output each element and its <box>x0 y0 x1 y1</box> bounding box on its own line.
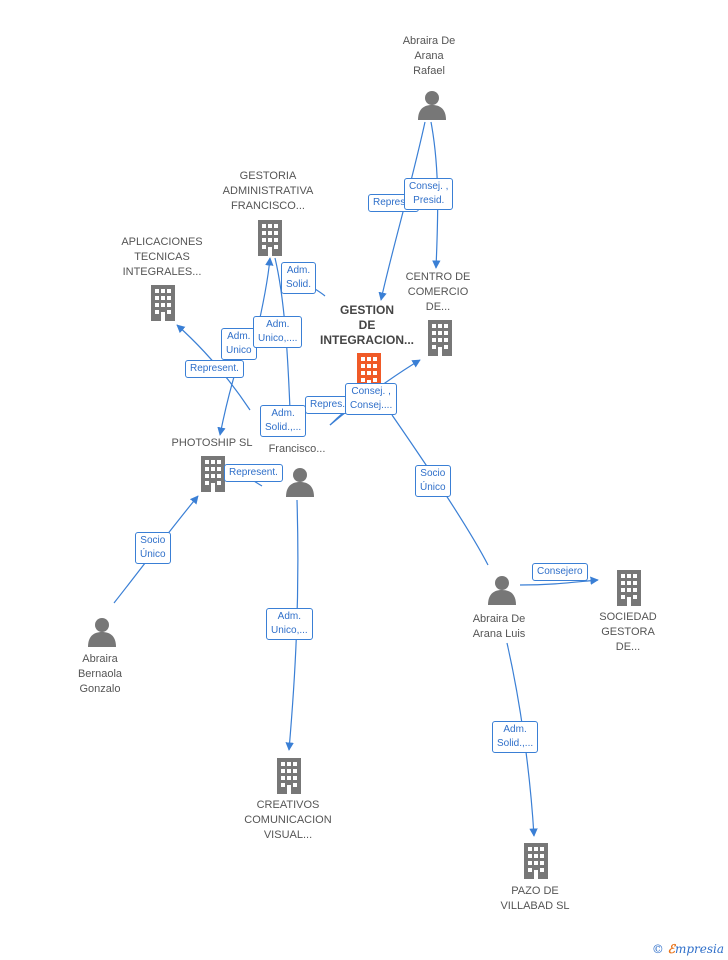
node-label-pazo[interactable]: PAZO DE VILLABAD SL <box>500 885 570 912</box>
copyright-symbol: © <box>651 942 664 956</box>
edge-label-gestoria-adm-solid[interactable]: Adm. Solid. <box>281 262 317 294</box>
edge-label-adm-unico-2[interactable]: Adm. Unico,.... <box>253 316 303 348</box>
edge-label-adm-unico-3[interactable]: Adm. Unico,... <box>266 608 313 640</box>
building-icon[interactable] <box>521 843 551 879</box>
person-icon[interactable] <box>285 467 315 497</box>
node-label-luis[interactable]: Abraira De Arana Luis <box>472 613 526 640</box>
building-icon[interactable] <box>614 570 644 606</box>
node-label-aplicaciones[interactable]: APLICACIONES TECNICAS INTEGRALES... <box>121 236 203 278</box>
node-label-sociedad[interactable]: SOCIEDAD GESTORA DE... <box>599 611 657 653</box>
node-label-photoship[interactable]: PHOTOSHIP SL <box>171 437 253 449</box>
person-icon[interactable] <box>487 575 517 605</box>
edge-label-rafael-consej[interactable]: Consej. , Presid. <box>404 178 454 210</box>
edge-label-socio-unico-1[interactable]: Socio Único <box>415 465 451 497</box>
node-label-gestion[interactable]: GESTION DE INTEGRACION... <box>319 303 414 347</box>
node-label-centro[interactable]: CENTRO DE COMERCIO DE... <box>405 271 471 313</box>
building-icon[interactable] <box>425 320 455 356</box>
brand-name: mpresia <box>674 942 724 956</box>
node-label-gonzalo[interactable]: Abraira Bernaola Gonzalo <box>77 653 123 695</box>
edge-gestion-luis <box>391 414 489 566</box>
edge-luis-sociedad <box>519 576 599 586</box>
edge-label-consejero[interactable]: Consejero <box>532 563 588 581</box>
edge-label-represent-2[interactable]: Represent. <box>224 464 283 482</box>
edge-label-consej-2[interactable]: Consej. , Consej.... <box>345 383 398 415</box>
edge-label-socio-unico-2[interactable]: Socio Único <box>135 532 171 564</box>
brand-e-glyph: ℰ <box>667 942 675 956</box>
building-icon[interactable] <box>274 758 304 794</box>
node-label-gestoria[interactable]: GESTORIA ADMINISTRATIVA FRANCISCO... <box>222 170 314 212</box>
brand-logo: © ℰmpresia <box>652 942 724 956</box>
edge-label-represent-1[interactable]: Represent. <box>185 360 244 378</box>
edge-label-adm-solid-3[interactable]: Adm. Solid.,... <box>492 721 539 753</box>
edge-rafael-gestion <box>378 121 426 301</box>
node-label-creativos[interactable]: CREATIVOS COMUNICACION VISUAL... <box>244 799 332 841</box>
building-icon[interactable] <box>255 220 285 256</box>
node-label-rafael[interactable]: Abraira De Arana Rafael <box>402 35 456 77</box>
person-icon[interactable] <box>417 90 447 120</box>
edge-label-adm-solid-2[interactable]: Adm. Solid.,... <box>260 405 307 437</box>
edge-label-adm-unico-1[interactable]: Adm. Unico <box>221 328 257 360</box>
person-icon[interactable] <box>87 617 117 647</box>
building-icon[interactable] <box>148 285 178 321</box>
